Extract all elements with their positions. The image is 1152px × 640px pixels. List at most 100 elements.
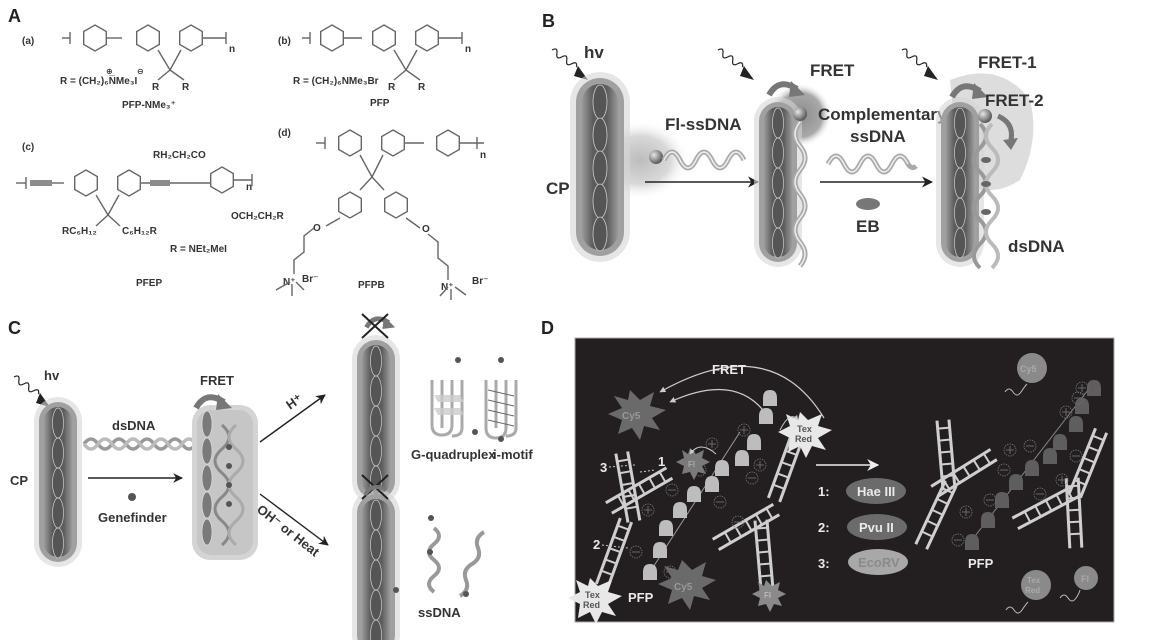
dsdna-helix [82, 437, 198, 451]
panel-c: C hv CP dsDNA Genefinder FRET [8, 313, 533, 640]
fluorophore-ball-icon [793, 107, 807, 121]
enzyme-ecorv: 3: EcoRV [818, 549, 908, 575]
fl-ssdna-label: Fl-ssDNA [665, 115, 742, 134]
panel-label-c: C [8, 318, 21, 338]
plus-charge-icon: ⊕ [106, 67, 113, 76]
panel-label-a: A [8, 6, 21, 26]
fret-blocked-icon [361, 313, 395, 339]
texred-label-line1: Tex [585, 590, 600, 600]
bottom-substituent: OCH₂CH₂R [231, 211, 285, 222]
fret2-label: FRET-2 [985, 91, 1044, 110]
g-quadruplex-icon [430, 357, 478, 438]
panel-d: D FRET [541, 318, 1115, 624]
r-group-left: R [388, 82, 396, 93]
enzyme-number: 1: [818, 484, 830, 499]
fl-label: Fl [1081, 574, 1089, 584]
conjugated-polymer-rod [33, 396, 83, 568]
panel-label-b: B [542, 11, 555, 31]
repeat-n: n [465, 44, 471, 55]
structure-tag-b: (b) [278, 36, 291, 47]
texred-free-label: Tex Red [1005, 570, 1051, 614]
bromide-right: Br⁻ [472, 276, 488, 287]
right-chain: C₆H₁₂R [122, 226, 158, 237]
conjugated-polymer-rod [351, 488, 401, 640]
fret-arc-outer [659, 365, 825, 419]
r-definition-a: R = (CH₂)₆N̅Me₃I [60, 75, 137, 87]
cy5-label: Cy5 [674, 582, 693, 593]
light-excitation-icon [549, 46, 589, 81]
texred-label-line1: Tex [797, 424, 812, 434]
conjugated-polymer-rod [569, 71, 631, 263]
enzyme-number: 3: [818, 556, 830, 571]
dsdna-helix [972, 122, 1000, 270]
hv-label: hv [44, 368, 60, 383]
dsdna-label: dsDNA [112, 418, 156, 433]
fret-label: FRET [712, 362, 746, 377]
cy5-star-left-bottom: Cy5 [658, 560, 716, 610]
fluorene-ring-left-icon [372, 24, 396, 52]
repeat-n: n [246, 182, 252, 193]
benzene-ring-icon [320, 24, 344, 52]
structure-a: (a) n R R R = (CH₂)₆N̅Me₃I ⊕ ⊖ PFP-NMe₃⁺ [22, 24, 235, 111]
benzene-ring-icon [82, 24, 108, 52]
fluorene-ring-right-icon [178, 24, 204, 52]
texred-star-right-top: Tex Red [778, 412, 832, 458]
fl-label: Fl [764, 591, 771, 600]
ethidium-bromide-icon [856, 198, 880, 210]
pfp-label-right: PFP [968, 556, 994, 571]
fl-star-small: Fl [676, 448, 710, 480]
enzyme-name: Pvu II [859, 520, 894, 535]
structure-b: (b) n R R R = (CH₂)₆NMe₃Br PFP [278, 24, 471, 109]
site-label-1: 1 [658, 454, 665, 469]
dsdna-helix-bound [213, 423, 245, 547]
r-group-right: R [418, 82, 426, 93]
complementary-label: Complementary [818, 105, 947, 124]
fl-free-label: Fl [1059, 566, 1098, 602]
texred-label-line1: Tex [1027, 576, 1041, 585]
r-group-left: R [152, 82, 160, 93]
dsdna-label: dsDNA [1008, 237, 1065, 256]
texred-label-line2: Red [795, 434, 812, 444]
conjugated-polymer-rod [935, 96, 985, 268]
texred-star-left-bottom: Tex Red [568, 578, 622, 624]
cy5-star-left-top: Cy5 [608, 390, 666, 440]
repeat-n: n [229, 44, 235, 55]
fret-label: FRET [810, 61, 855, 80]
phenyl-ring-left-icon [338, 191, 362, 219]
texred-label-line2: Red [583, 600, 600, 610]
g-quadruplex-label: G-quadruplex [411, 447, 496, 462]
conjugated-polymer-rod [351, 334, 401, 506]
benzene-ring-icon [436, 129, 460, 157]
structure-tag-c: (c) [22, 142, 34, 153]
enzyme-pvu-ii: 2: Pvu II [818, 514, 907, 540]
fluorophore-ball-icon [978, 109, 992, 123]
polymer-name-d: PFPB [358, 280, 385, 291]
light-excitation-icon [899, 46, 939, 81]
texred-label-line2: Red [1025, 586, 1040, 595]
fret1-label: FRET-1 [978, 53, 1037, 72]
r-group-right: R [182, 82, 190, 93]
structure-tag-d: (d) [278, 128, 291, 139]
fret-label: FRET [200, 373, 234, 388]
eb-label: EB [856, 217, 880, 236]
panel-a: A (a) n R R R = (CH₂)₆N̅Me₃I ⊕ ⊖ PFP-NMe… [8, 6, 488, 300]
ssdna-label: ssDNA [418, 605, 461, 620]
left-chain: RC₆H₁₂ [62, 226, 97, 237]
fluorene-ring-left-icon [135, 24, 161, 52]
pfp-chain-left [629, 390, 777, 580]
pfp-chain-right [951, 380, 1101, 550]
fluorophore-ball-icon [649, 150, 663, 164]
cp-label: CP [546, 179, 570, 198]
genefinder-dye-icon [128, 493, 136, 501]
structure-tag-a: (a) [22, 36, 34, 47]
i-motif-label: i-motif [493, 447, 533, 462]
oh-heat-label: OH⁻ or Heat [254, 502, 323, 560]
panel-b: B hv CP Fl-ssDNA FRET Complementary ssDN… [542, 11, 1065, 270]
enzyme-hae-iii: 1: Hae III [818, 478, 906, 504]
structure-d: (d) n O O N⁺ N⁺ Br⁻ Br⁻ [275, 128, 488, 300]
cy5-free-label: Cy5 [1004, 353, 1047, 396]
oxygen-left: O [313, 223, 321, 234]
pfp-label-left: PFP [628, 590, 654, 605]
ssdna-strands-icon [393, 515, 486, 598]
fl-star-bottom: Fl [752, 580, 786, 612]
